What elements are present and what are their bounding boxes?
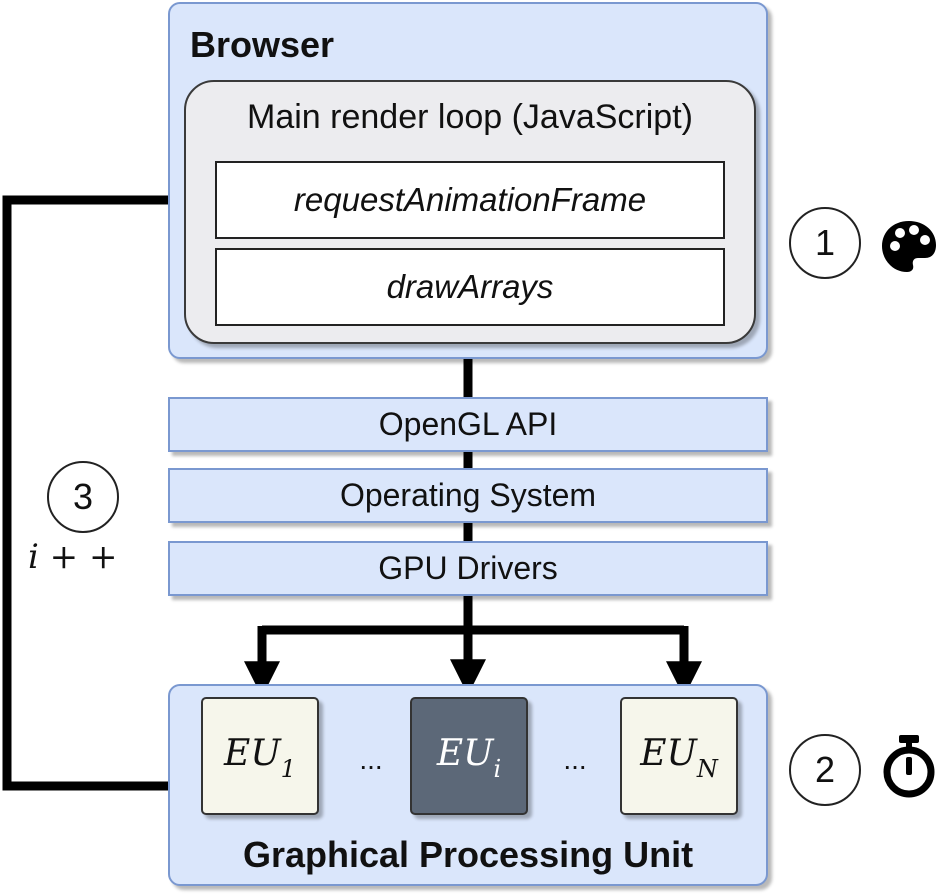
render-loop-title: Main render loop (JavaScript): [247, 98, 693, 136]
gpu-drivers-layer: GPU Drivers: [168, 541, 768, 596]
increment-label: i + +: [28, 537, 118, 577]
request-animation-frame-box: requestAnimationFrame: [215, 161, 725, 239]
step-1-number: 1: [814, 222, 836, 263]
eu-1-label: EU1: [224, 732, 296, 784]
step-1-marker: 1: [789, 207, 861, 279]
palette-icon: [882, 221, 936, 272]
execution-unit-i: EUi: [410, 697, 528, 815]
operating-system-layer: Operating System: [168, 468, 768, 523]
eu-n-label: EUN: [640, 732, 718, 784]
operating-system-label: Operating System: [339, 477, 597, 513]
feedback-loop-arrow: [2, 182, 214, 791]
gpu-title: Graphical Processing Unit: [242, 834, 694, 875]
draw-arrays-label: drawArrays: [386, 268, 554, 305]
step-3-marker: 3: [47, 461, 119, 533]
request-animation-frame-label: requestAnimationFrame: [293, 181, 647, 218]
ellipsis-left: ...: [359, 744, 383, 775]
gpu-drivers-label: GPU Drivers: [378, 550, 558, 586]
eu-i-label: EUi: [436, 732, 502, 784]
execution-unit-n: EUN: [620, 697, 738, 815]
step-2-number: 2: [814, 749, 836, 790]
stopwatch-icon: [883, 735, 935, 798]
opengl-api-layer: OpenGL API: [168, 397, 768, 452]
execution-unit-1: EU1: [201, 697, 319, 815]
ellipsis-right: ...: [563, 744, 587, 775]
opengl-api-label: OpenGL API: [378, 406, 558, 442]
step-2-marker: 2: [789, 734, 861, 806]
step-3-number: 3: [72, 476, 94, 517]
draw-arrays-box: drawArrays: [215, 248, 725, 326]
browser-title: Browser: [190, 24, 335, 65]
